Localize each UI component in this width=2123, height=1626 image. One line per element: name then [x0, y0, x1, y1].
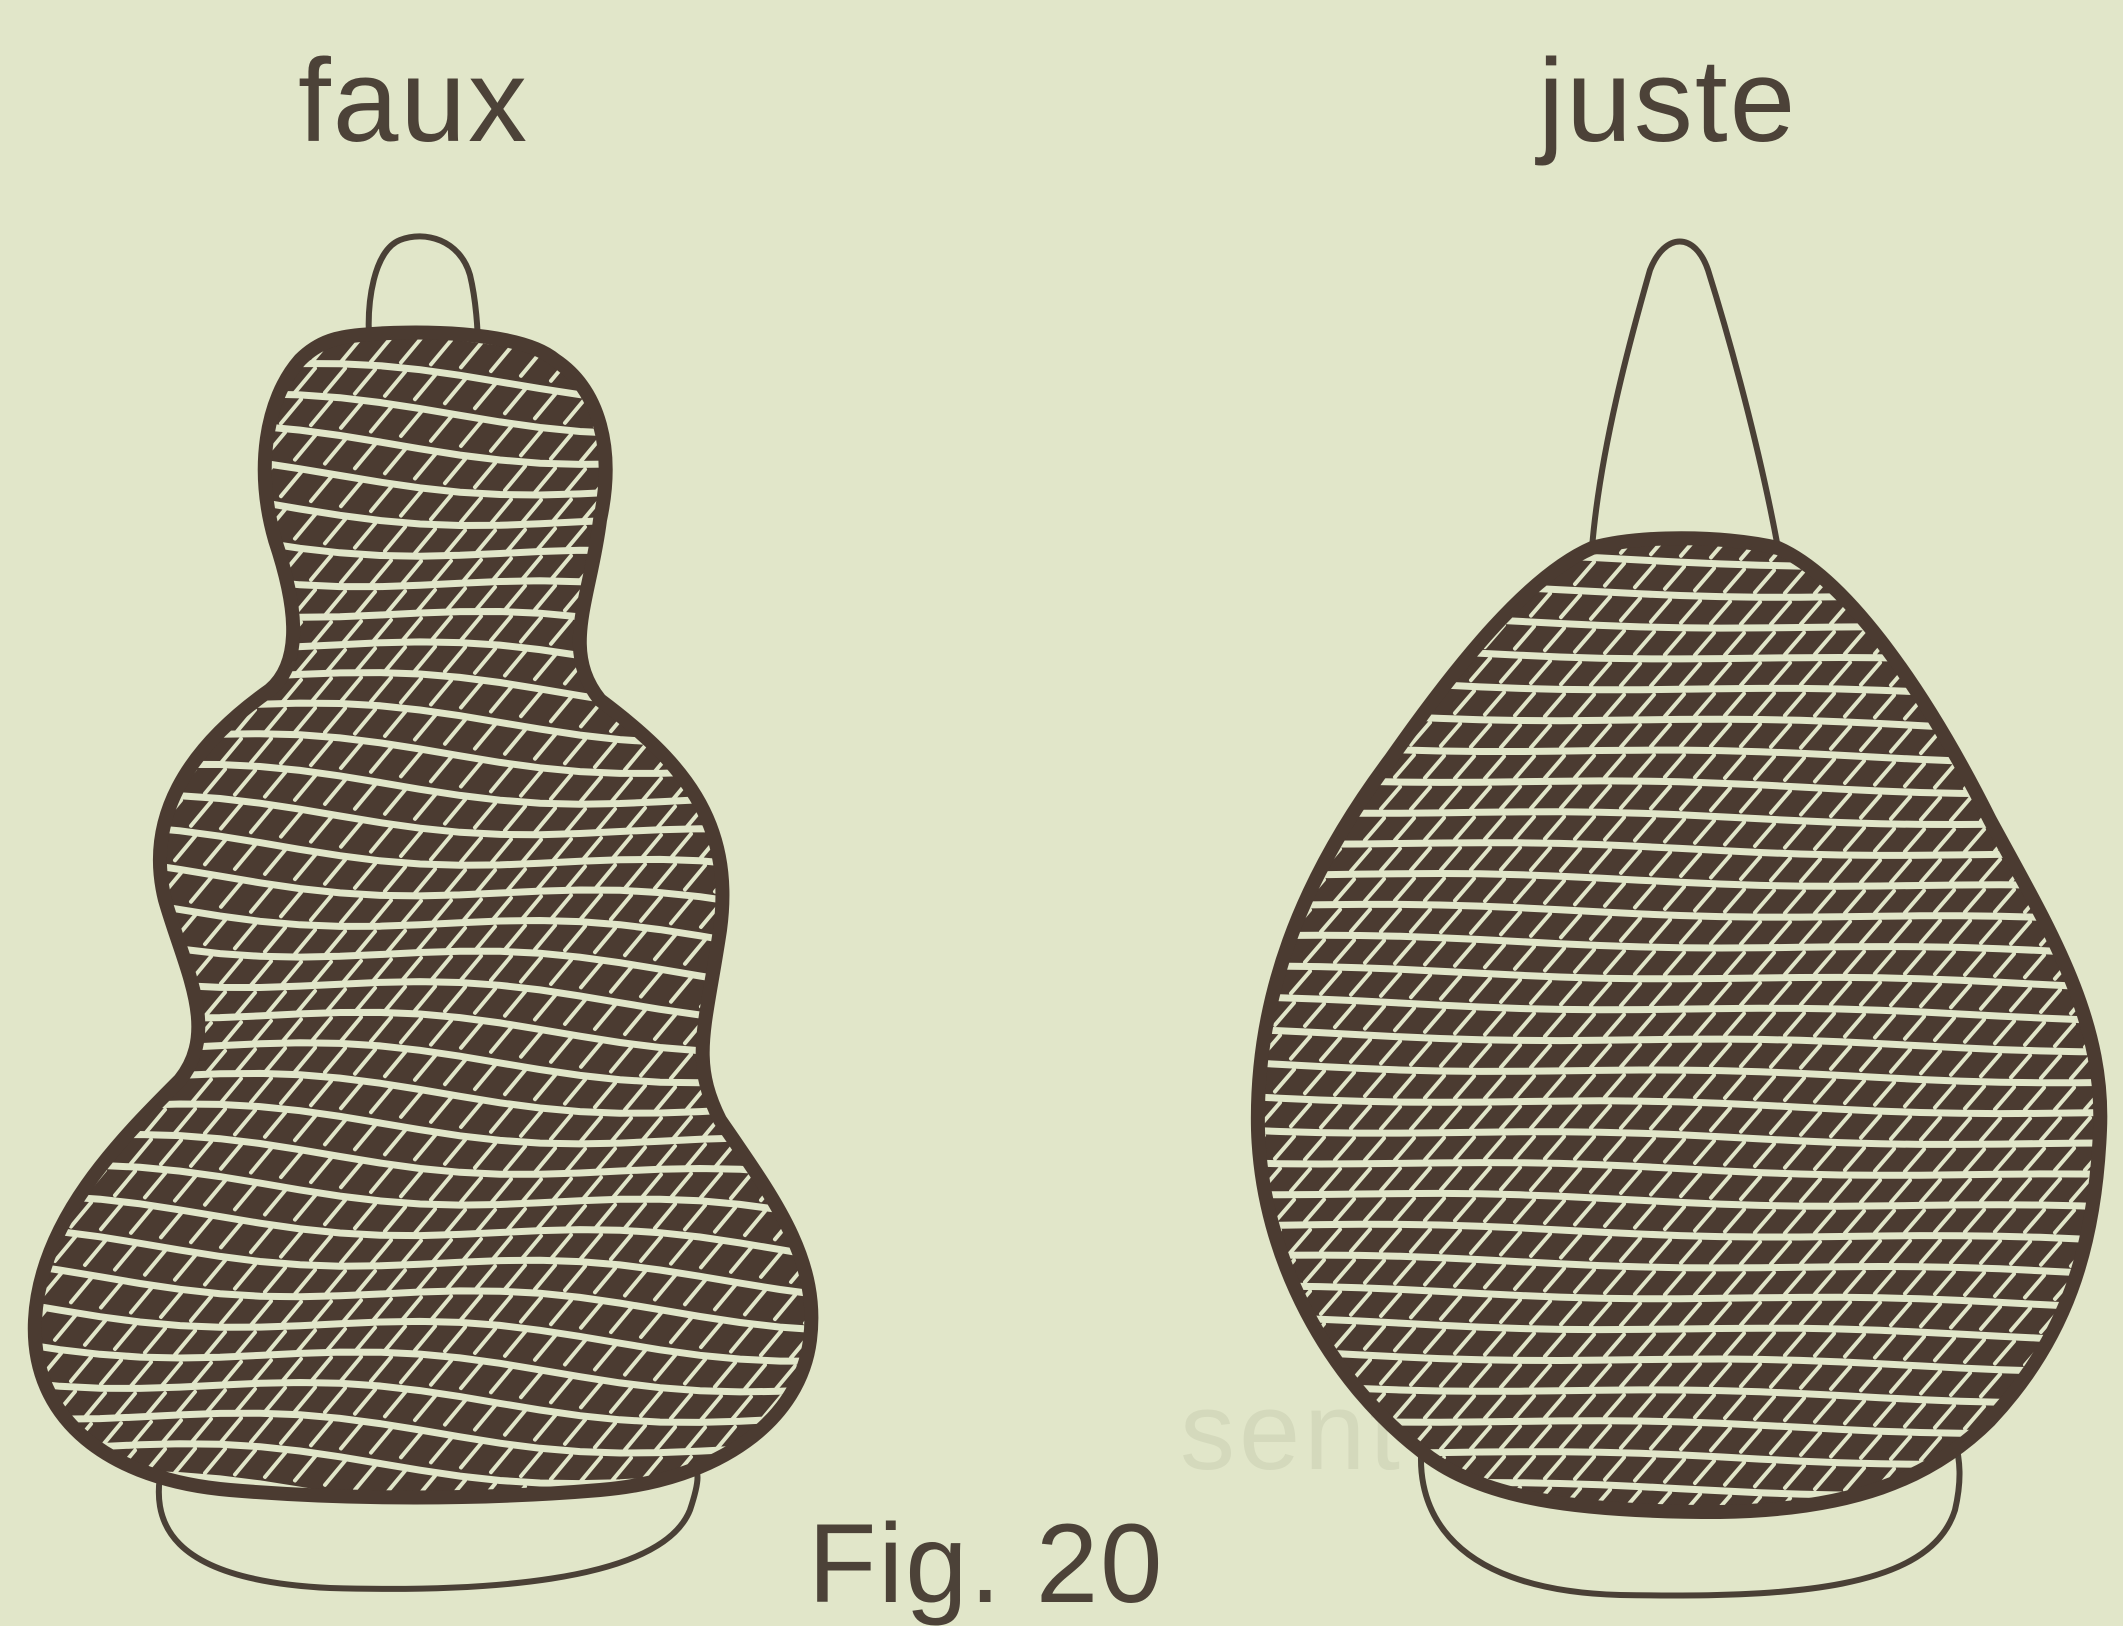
figure-caption: Fig. 20 [808, 1508, 1164, 1620]
juste-top-loop [1592, 242, 1778, 549]
juste-object [1231, 242, 2120, 1596]
faux-object [11, 236, 841, 1589]
